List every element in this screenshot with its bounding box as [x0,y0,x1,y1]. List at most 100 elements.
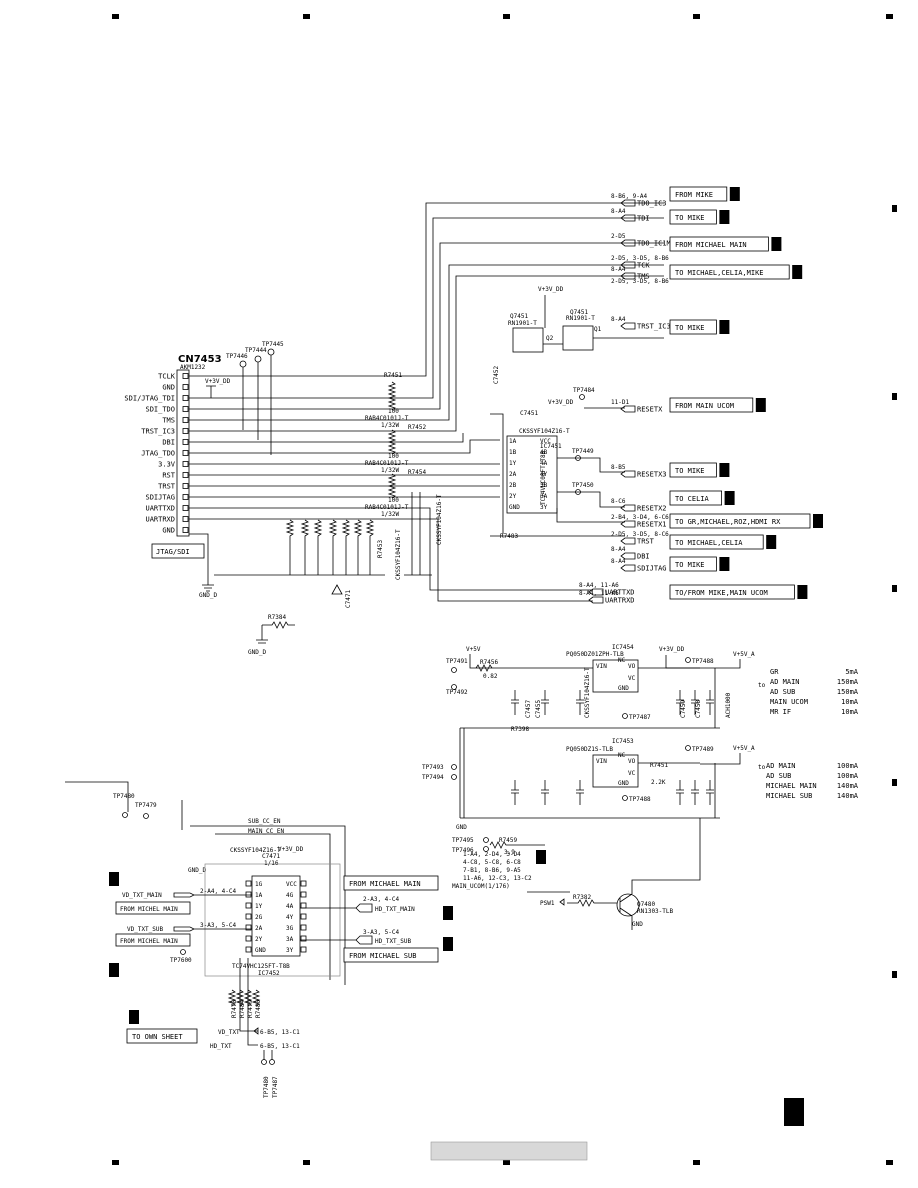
net-port [588,588,604,596]
r7398: R7398 [511,726,529,733]
vd-sub-ref: 3-A3, 5-C4 [200,922,237,929]
q7451-a: Q7451 [510,313,528,320]
tp7488-b: TP7488 [629,796,651,803]
ic7452-pin-l: 1G [255,881,263,888]
ic7451-pin-r: 4Y [540,471,548,478]
net-ref: 2-D5, 3-D5, 8-C6 [611,531,669,538]
ic7452-pin-pad [300,880,307,887]
dest-box [669,462,717,478]
connector-pin-label: DBI [162,439,175,447]
net-name: TDI [637,215,650,223]
ic7452-pin-r: 4A [286,903,294,910]
to-own-sheet-text: TO OWN SHEET [132,1033,183,1041]
pulldown-resistor [353,519,363,575]
lower-resistor-label: R7480 [255,1000,262,1018]
tp7444: TP7444 [245,347,267,354]
dest-marker [797,585,808,599]
to-2: to [758,764,766,771]
dest-marker [766,535,777,549]
gnd-2: GND [618,780,629,787]
r-w-2: 1/32W [381,467,399,474]
ic7452-pin-pad [300,946,307,953]
gnd-q: GND [632,921,643,928]
gnd-d-2: GND_D [248,649,266,656]
current-value: 140mA [837,782,859,790]
hd-sub-ref: 3-A3, 5-C4 [363,929,400,936]
net-port [620,214,636,222]
from-michael-main-box [343,875,439,891]
net-port [620,470,636,478]
r7459: R7459 [499,837,517,844]
net-ref: 8-A4 [611,316,626,323]
tp7491: TP7491 [446,658,468,665]
c7451: C7451 [520,410,538,417]
power-cap [576,780,584,805]
current-value: 150mA [837,688,859,696]
tp7489: TP7489 [692,746,714,753]
current-name: GR [770,668,779,676]
net-port [588,596,604,604]
ic7451-pin-r: 3A [540,493,548,500]
dest-box [669,556,717,572]
tp7487: TP7487 [629,714,651,721]
connector-pin [182,472,189,478]
current-name: MR IF [770,708,791,716]
dest-label: TO MICHAEL,CELIA [675,539,743,547]
connector-pin [182,483,189,489]
r-val-3: 100 [388,497,399,504]
dest-box [669,264,790,280]
lower-resistor [235,989,245,1007]
power-cap [511,690,519,715]
net-ref: 2-B4, 3-D4, 6-C6 [611,514,669,521]
tp7480-b: TP7480 [263,1076,270,1098]
r-part-3: RAB4C0101J-T [365,504,409,511]
cap-part-1: CKSSYF104Z16-T [395,529,402,580]
current-value: 10mA [841,698,859,706]
power-cap [511,780,519,805]
hd-txt-sub: HD_TXT_SUB [375,938,412,945]
pulldown-resistor [300,519,310,575]
gnd-d: GND_D [199,592,217,599]
r7453: R7453 [377,540,384,558]
dest-label: TO MICHAEL,CELIA,MIKE [675,269,764,277]
r7459-val: 3.9 [504,849,515,856]
tp7446: TP7446 [226,353,248,360]
current-value: 5mA [845,668,858,676]
net-ref: 8-B6, 9-A4 [611,193,648,200]
ic7452-pin-r: VCC [286,881,297,888]
dest-label: FROM MAIN UCOM [675,402,734,410]
net-ref: 2-D5, 3-D5, 8-B6 [611,278,669,285]
gnd-pwr: GND [456,824,467,831]
current-name: AD MAIN [770,678,800,686]
ic7453-part: PQ050DZ1S-TLB [566,746,613,753]
v3v: V+3V_DD [659,646,685,653]
pulldown-resistors [214,519,385,576]
vdd-top: V+3V_DD [538,286,564,293]
connector-pin [182,494,189,500]
ic7454: IC7454 [612,644,634,651]
dest-box [669,209,717,225]
net-port [620,261,636,269]
net-port [620,405,636,413]
ic7451-part: TC74VHC08FT-T8B [540,450,547,505]
net-port [620,322,636,330]
dest-label: TO MIKE [675,214,705,222]
vd-txt-sub: VD_TXT_SUB [127,926,164,933]
tp7495: TP7495 [452,837,474,844]
connector-pin-label: SDIJTAG [145,494,175,502]
net-ref: 8-A4 [611,208,626,215]
connector-pin [182,450,189,456]
r7456: R7456 [480,659,498,666]
net-ref: 8-C6 [611,498,626,505]
connector-pin [182,505,189,511]
power-ref-line: 1-A4, 2-D4, 3-D4 [463,851,521,858]
net-name: TDO_IC1M [637,240,671,248]
pulldown-resistor [365,519,375,575]
gnd-1: GND [618,685,629,692]
tp7449: TP7449 [572,448,594,455]
vin-2: VIN [596,758,607,765]
dest-label: TO MIKE [675,561,705,569]
ic7451 [506,435,558,514]
